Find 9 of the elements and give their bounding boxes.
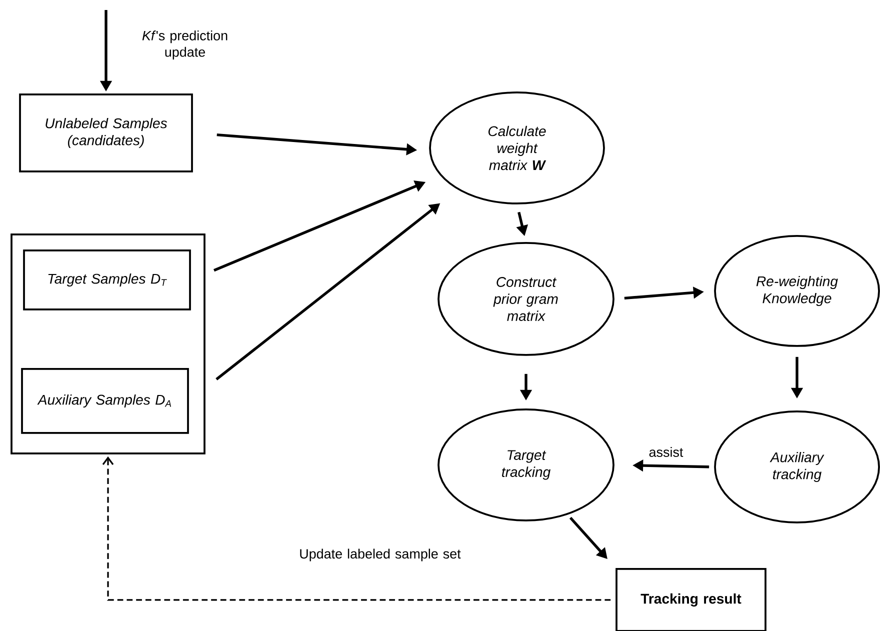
process-box: Target Samples D$_{T}$: [23, 250, 191, 310]
process-box: Tracking result: [616, 568, 766, 631]
group-box: [10, 234, 206, 454]
process-box: Auxiliary Samples D$_{A}$: [21, 368, 189, 434]
process-box: Unlabeled Samples (candidates): [19, 94, 193, 172]
edge-label: Kf's prediction update: [142, 30, 228, 60]
edge-label: Update labeled sample set: [300, 548, 461, 562]
edge-label: assist: [649, 447, 684, 457]
dashed-arrow: [102, 456, 611, 601]
